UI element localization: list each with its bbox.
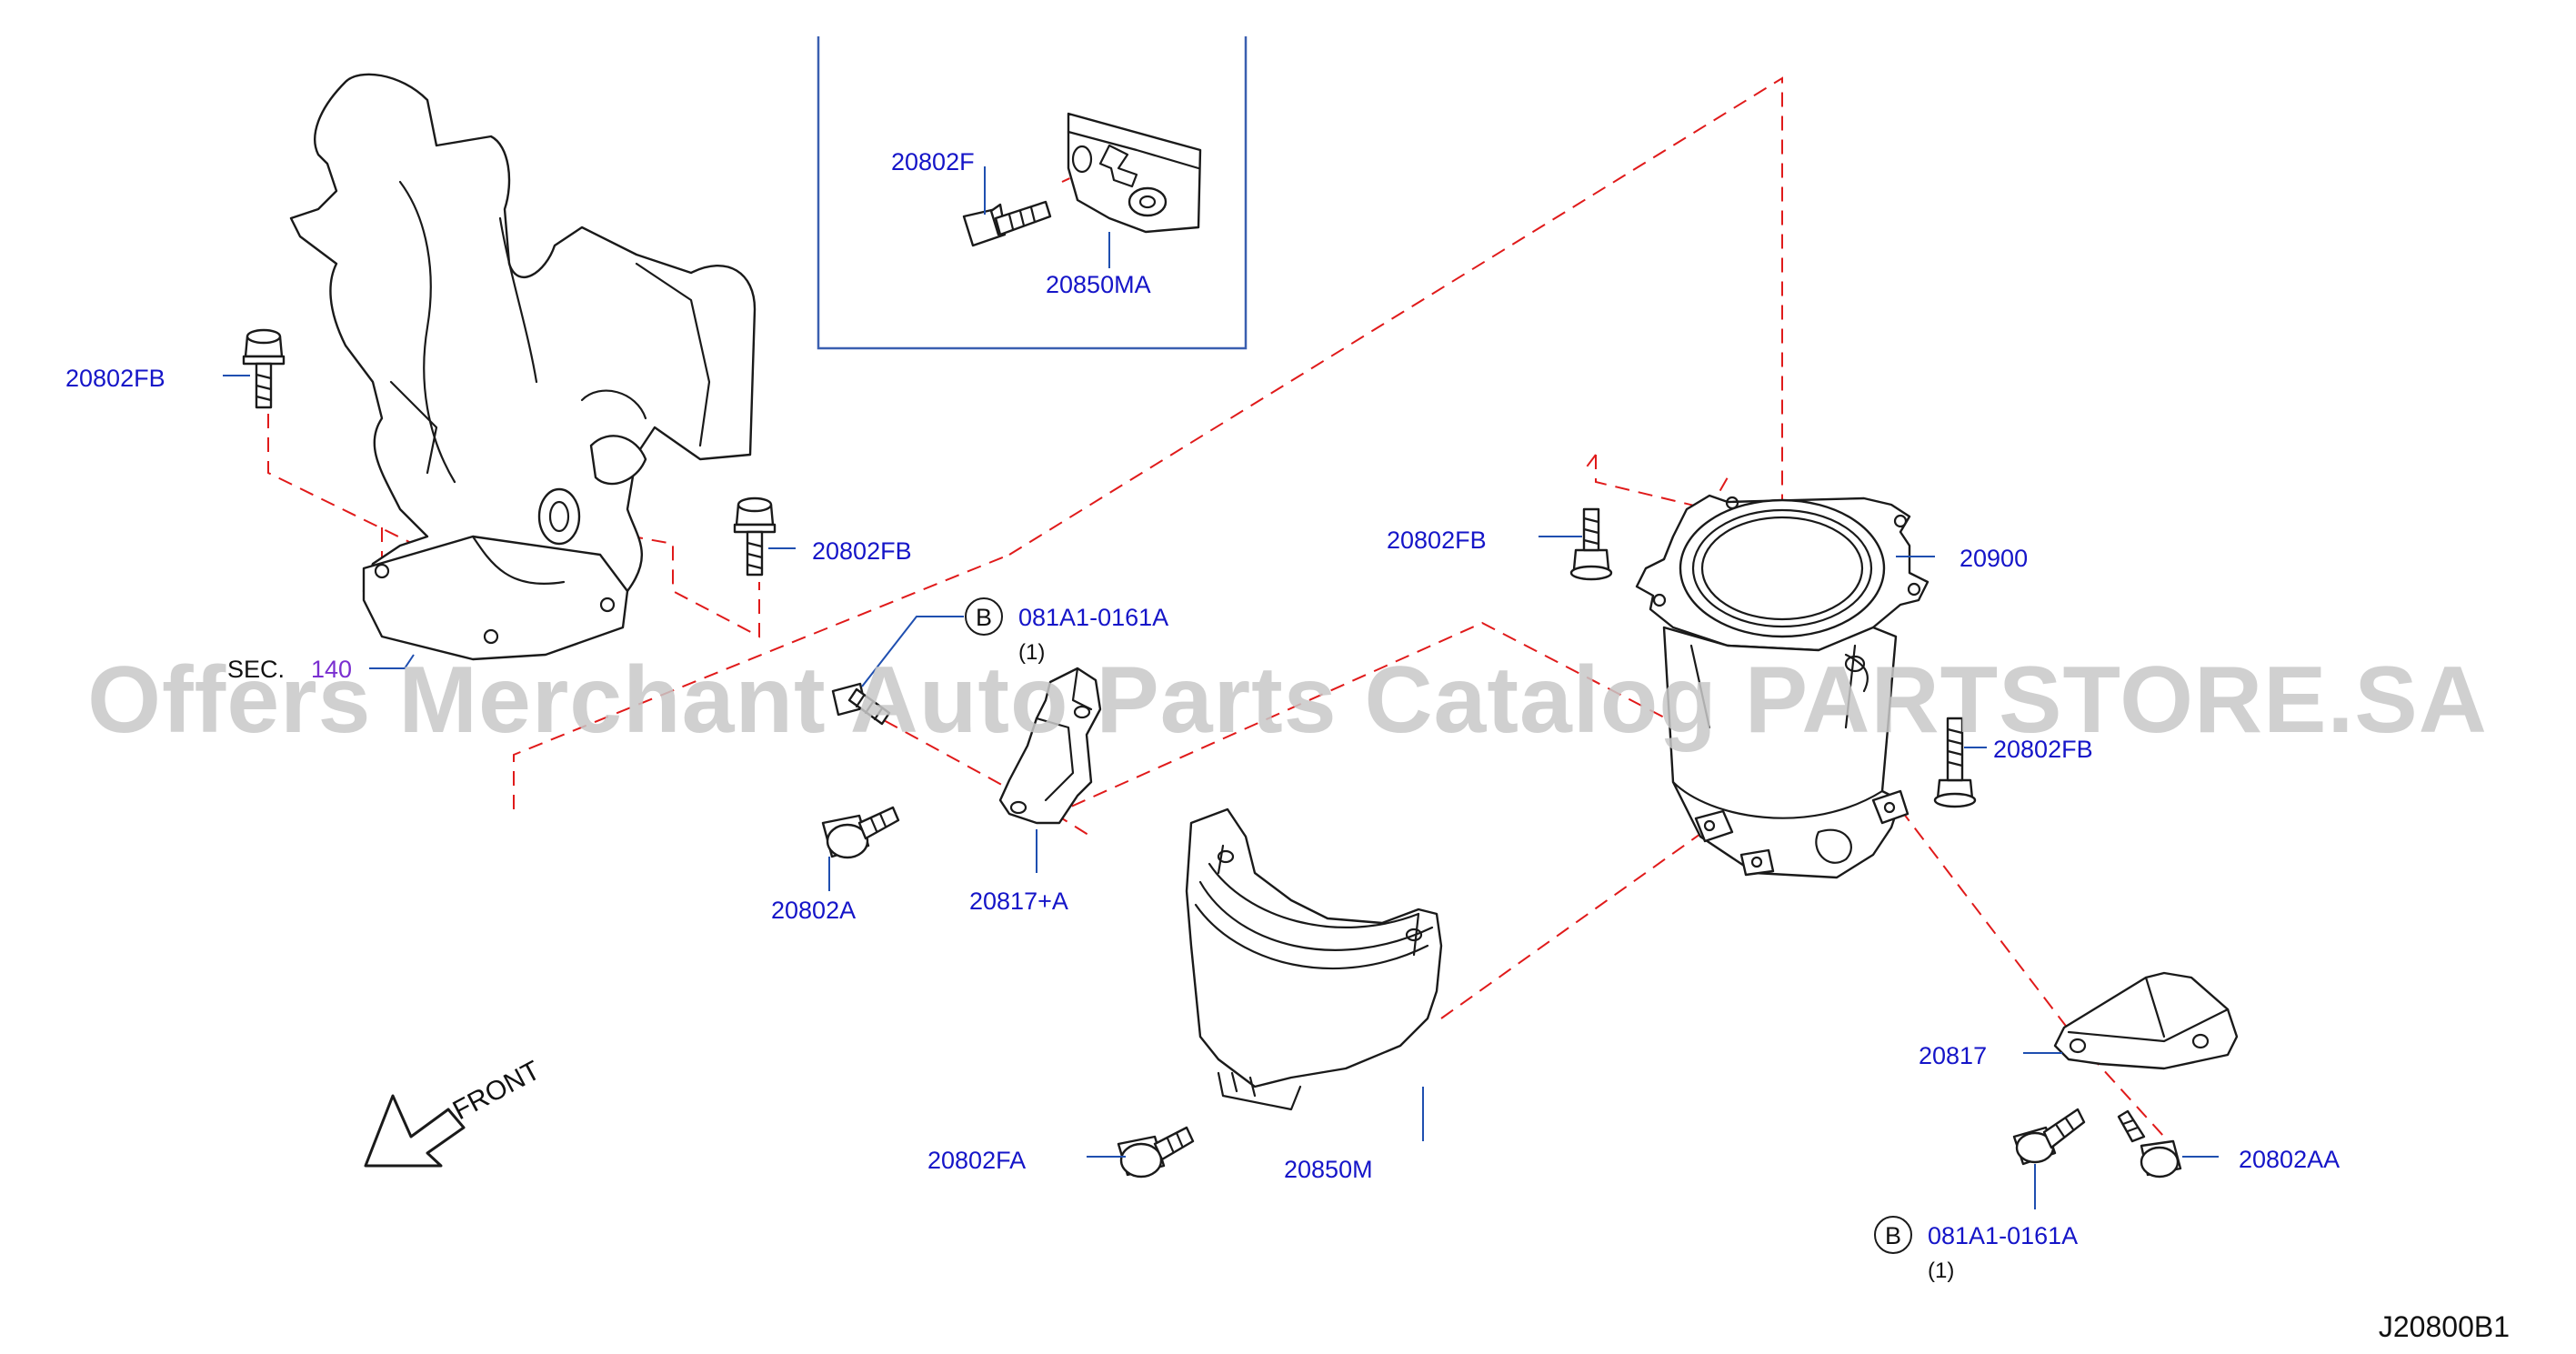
bolt-ref-upper: B 081A1-0161A (1): [965, 597, 1168, 665]
bolt-20802aa: [2117, 1109, 2182, 1178]
bolt-ref-part: 081A1-0161A: [1018, 604, 1168, 631]
label-20900: 20900: [1960, 545, 2028, 572]
label-20802f: 20802F: [891, 148, 975, 176]
label-20802fb-1: 20802FB: [65, 365, 165, 392]
exhaust-manifold: [289, 73, 757, 661]
bolt-20802fa: [1117, 1126, 1195, 1178]
label-20802fb-4: 20802FB: [1993, 736, 2093, 763]
assembly-lines: [267, 76, 2165, 1138]
badge-b-icon: [965, 597, 1003, 636]
label-20802aa: 20802AA: [2239, 1146, 2340, 1173]
inset-box: [817, 36, 1248, 350]
bolt-ref-qty: (1): [1018, 640, 1045, 665]
label-20817a: 20817+A: [969, 888, 1068, 915]
section-prefix: SEC.: [227, 656, 285, 683]
bolt-ref-lower: B 081A1-0161A (1): [1874, 1216, 2078, 1283]
badge-letter: B: [976, 604, 992, 631]
front-arrow-icon: [364, 1094, 466, 1168]
diagram-code: J20800B1: [2379, 1310, 2510, 1343]
catalytic-converter: [1635, 494, 1929, 879]
label-20802fa: 20802FA: [927, 1147, 1026, 1174]
label-20802fb-3: 20802FB: [1387, 527, 1487, 554]
bolt-20802fb-3: [1569, 507, 1613, 581]
bolt-081a1-upper: [831, 682, 891, 726]
heat-insulator-inset: [1067, 112, 1202, 234]
badge-letter: B: [1885, 1222, 1901, 1249]
bolt-ref-part: 081A1-0161A: [1928, 1222, 2078, 1249]
label-20850ma: 20850MA: [1046, 271, 1151, 298]
bracket-20817: [2053, 971, 2239, 1070]
callout-labels: 20802F 20850MA 20802FB 20802FB 20802FB 2…: [65, 148, 2340, 1183]
bolt-20802f: [962, 200, 1052, 247]
watermark-text: Offers Merchant Auto Parts Catalog PARTS…: [87, 647, 2488, 753]
bolt-ref-qty: (1): [1928, 1259, 1954, 1283]
section-number: 140: [311, 656, 352, 683]
bolt-20802fb-1: [242, 328, 286, 409]
bolt-20802a: [821, 806, 900, 859]
front-label: FRONT: [448, 1056, 546, 1127]
bracket-20817a: [998, 667, 1102, 825]
badge-b-icon: [1874, 1216, 1912, 1254]
heat-insulator-20850m: [1185, 807, 1443, 1111]
leader-lines: [223, 166, 2219, 1209]
bolt-20802fb-2: [733, 496, 777, 577]
bolt-20802fb-4: [1933, 717, 1977, 808]
label-20802fb-2: 20802FB: [812, 537, 912, 565]
section-reference: SEC. 140: [227, 656, 352, 683]
label-20850m: 20850M: [1284, 1156, 1373, 1183]
label-20802a: 20802A: [771, 897, 856, 924]
bolt-081a1-lower: [2012, 1108, 2086, 1166]
label-20817: 20817: [1919, 1042, 1987, 1069]
